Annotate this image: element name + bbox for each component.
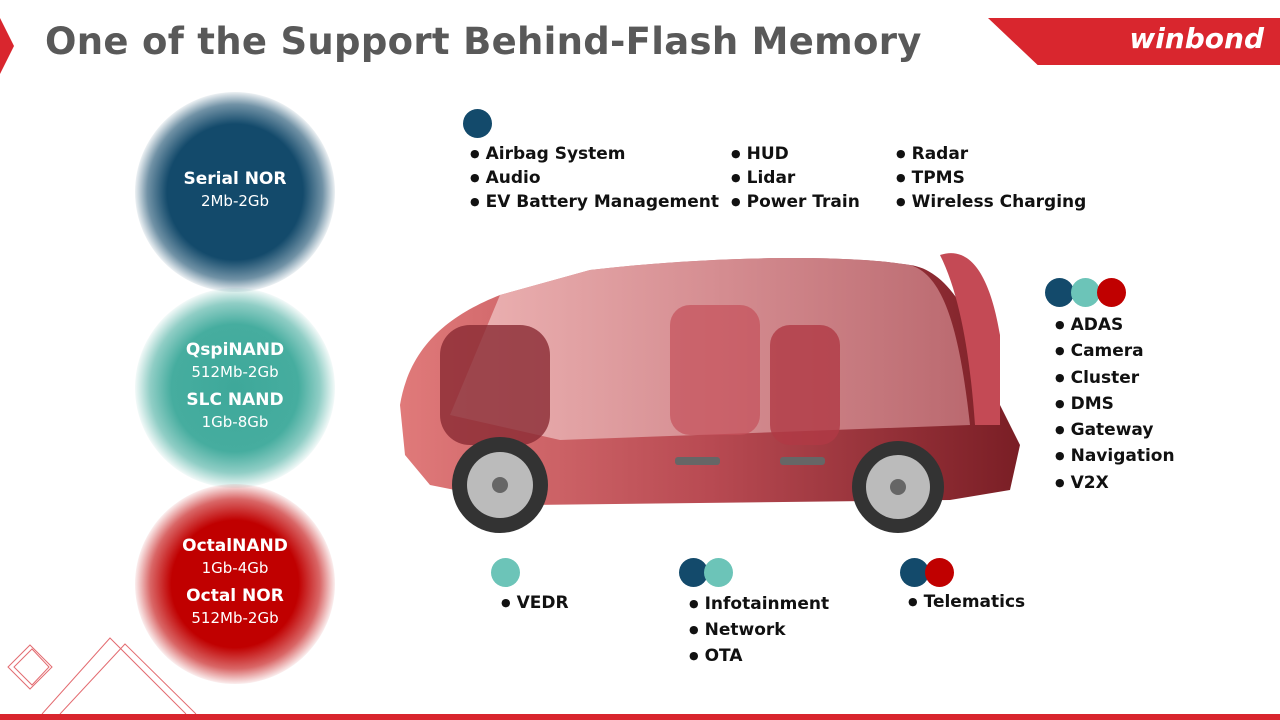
memory-name: SLC NAND — [186, 390, 284, 410]
list-item: VEDR — [501, 591, 569, 615]
bottom-bar — [0, 714, 1280, 720]
infotainment-list: Infotainment Network OTA — [689, 591, 830, 669]
serial-nor-dot — [1045, 278, 1074, 307]
rear-wheel — [852, 441, 944, 533]
winbond-logo: winbond — [1129, 22, 1264, 55]
memory-range: 2Mb-2Gb — [200, 192, 270, 210]
list-item: TPMS — [896, 166, 1086, 190]
memory-range: 512Mb-2Gb — [191, 363, 279, 381]
list-item: Network — [689, 617, 829, 643]
car-illustration — [400, 253, 1020, 533]
list-item: OTA — [689, 643, 829, 669]
list-item: HUD — [731, 142, 860, 166]
list-item: Wireless Charging — [896, 190, 1087, 214]
memory-range: 512Mb-2Gb — [191, 609, 279, 627]
logo-band — [988, 18, 1280, 65]
top-list-col3: Radar TPMS Wireless Charging — [896, 142, 1087, 214]
title-accent — [0, 18, 14, 74]
list-item: Infotainment — [689, 591, 830, 617]
memory-name: OctalNAND — [182, 536, 288, 556]
memory-name: Octal NOR — [186, 586, 284, 606]
list-item: Lidar — [731, 166, 860, 190]
memory-range: 1Gb-8Gb — [201, 413, 269, 431]
list-item: DMS — [1055, 391, 1175, 417]
vedr-list: VEDR — [501, 591, 569, 615]
list-item: Audio — [470, 166, 719, 190]
page-title: One of the Support Behind-Flash Memory — [45, 20, 922, 63]
serial-nor-dot — [463, 109, 492, 138]
list-item: EV Battery Management — [470, 190, 719, 214]
octal-circle: OctalNAND 1Gb-4Gb Octal NOR 512Mb-2Gb — [135, 484, 335, 684]
memory-name: QspiNAND — [185, 340, 285, 360]
list-item: Radar — [896, 142, 1086, 166]
nand-dot — [704, 558, 733, 587]
list-item: V2X — [1055, 470, 1175, 496]
right-list: ADAS Camera Cluster DMS Gateway Navigati… — [1055, 312, 1175, 496]
nand-dot — [1071, 278, 1100, 307]
diamond-decoration — [7, 637, 197, 714]
serial-nor-dot — [900, 558, 929, 587]
octal-dot — [925, 558, 954, 587]
list-item: ADAS — [1055, 312, 1175, 338]
top-list-col1: Airbag System Audio EV Battery Managemen… — [470, 142, 719, 214]
list-item: Airbag System — [470, 142, 719, 166]
list-item: Cluster — [1055, 365, 1175, 391]
memory-range: 1Gb-4Gb — [201, 559, 269, 577]
list-item: Gateway — [1055, 417, 1175, 443]
front-wheel — [452, 437, 548, 533]
octal-dot — [1097, 278, 1126, 307]
list-item: Navigation — [1055, 443, 1175, 469]
serial-nor-dot — [679, 558, 708, 587]
list-item: Power Train — [731, 190, 860, 214]
list-item: Telematics — [908, 590, 1026, 614]
top-list-col2: HUD Lidar Power Train — [731, 142, 860, 214]
telematics-list: Telematics — [908, 590, 1026, 614]
nand-dot — [491, 558, 520, 587]
serial-nor-circle: Serial NOR 2Mb-2Gb — [135, 92, 335, 292]
nand-circle: QspiNAND 512Mb-2Gb SLC NAND 1Gb-8Gb — [135, 288, 335, 488]
memory-name: Serial NOR — [183, 169, 287, 189]
list-item: Camera — [1055, 338, 1175, 364]
